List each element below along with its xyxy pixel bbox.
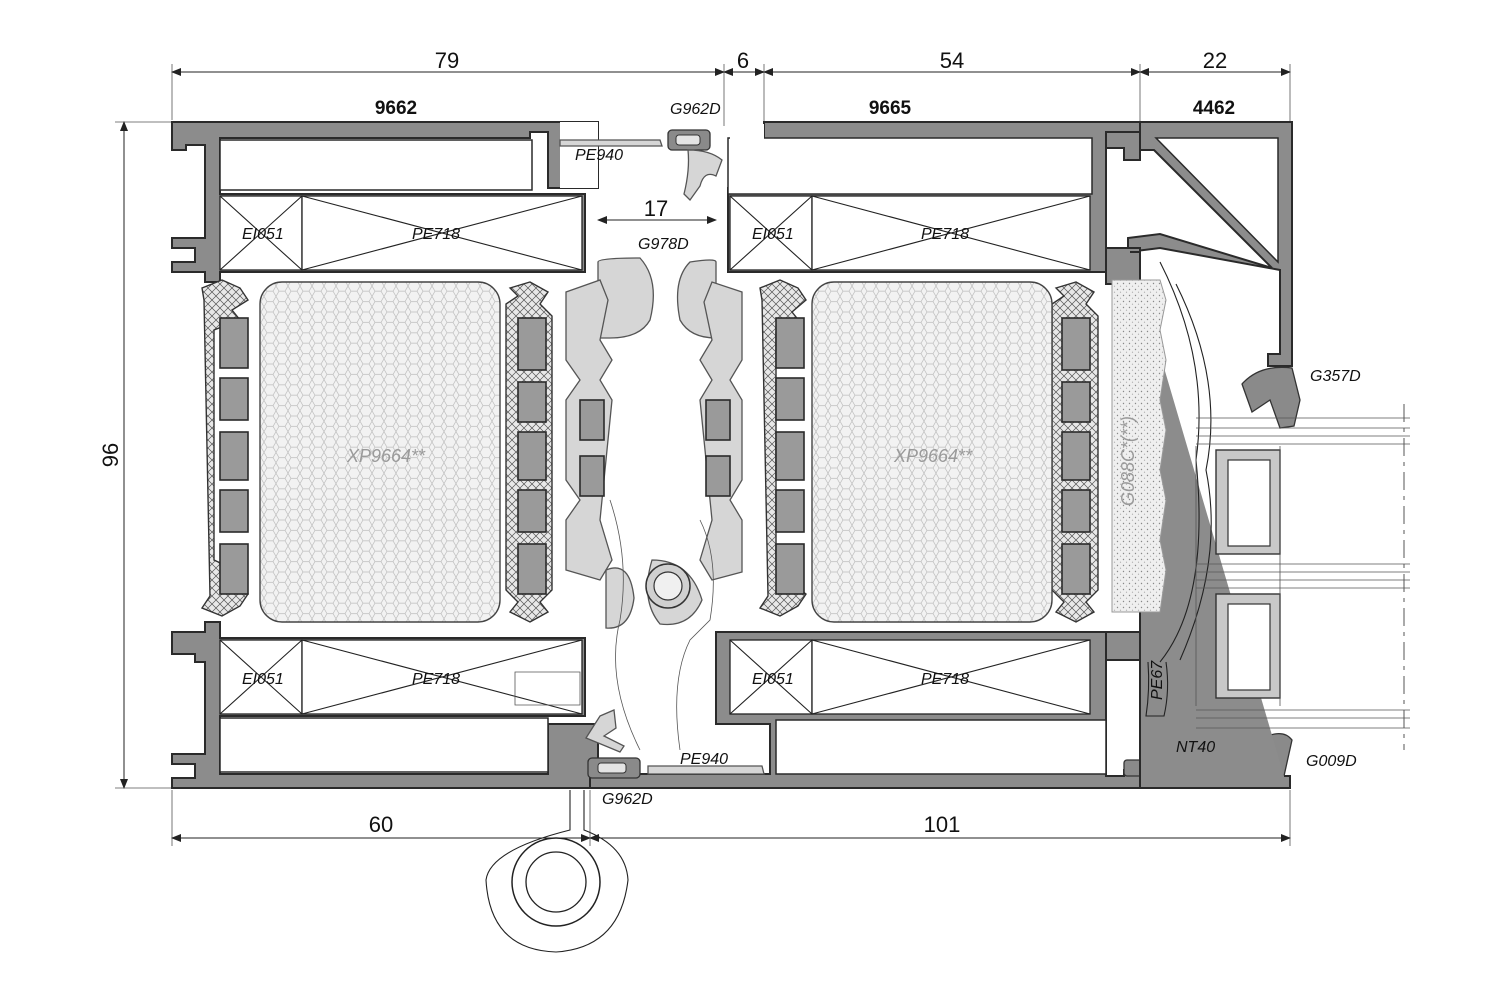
dim-top-6: 6 [737, 48, 749, 73]
label-pe940-top: PE940 [575, 147, 623, 164]
label-ei051-br: EI051 [752, 671, 794, 688]
label-ei051-tr: EI051 [752, 226, 794, 243]
insert-blocks-middle [729, 195, 1091, 715]
dim-bottom-60: 60 [369, 812, 393, 837]
label-g962d-bottom: G962D [602, 791, 653, 808]
glazing-unit [1195, 404, 1410, 750]
dim-top-54: 54 [940, 48, 964, 73]
label-nt40: NT40 [1176, 739, 1215, 756]
dimension-texts: 79 6 54 22 17 60 101 96 [98, 48, 1227, 837]
label-pe940-bottom: PE940 [680, 751, 728, 768]
label-pe67: PE67 [1149, 660, 1166, 700]
label-pe718-bl: PE718 [412, 671, 460, 688]
label-xp9664-left: XP9664** [346, 446, 426, 466]
label-ei051-tl: EI051 [242, 226, 284, 243]
profile-code-right: 4462 [1193, 98, 1235, 119]
profile-code-left: 9662 [375, 98, 417, 119]
dimension-lines [115, 64, 1291, 846]
label-g088c: G088C*(**) [1118, 416, 1138, 506]
hinge-knuckle [485, 790, 629, 953]
label-pe718-br: PE718 [921, 671, 969, 688]
label-g962d-top: G962D [670, 101, 721, 118]
label-xp9664-right: XP9664** [893, 446, 973, 466]
dim-top-79: 79 [435, 48, 459, 73]
label-g357d: G357D [1310, 368, 1361, 385]
dim-height-96: 96 [98, 443, 123, 467]
label-g009d: G009D [1306, 753, 1357, 770]
center-gaskets [565, 257, 743, 751]
dim-bottom-101: 101 [924, 812, 961, 837]
label-pe718-tl: PE718 [412, 226, 460, 243]
component-labels: G962D PE940 EI051 PE718 EI051 PE718 G978… [242, 101, 1361, 808]
top-gaskets [559, 129, 723, 202]
profile-codes: 9662 9665 4462 [375, 98, 1235, 119]
profile-code-middle: 9665 [869, 98, 912, 119]
insert-blocks-left [219, 195, 583, 715]
label-g978d: G978D [638, 236, 689, 253]
profile-4462 [1105, 121, 1301, 789]
dim-gap-17: 17 [644, 196, 668, 221]
dim-top-22: 22 [1203, 48, 1227, 73]
label-ei051-bl: EI051 [242, 671, 284, 688]
label-pe718-tr: PE718 [921, 226, 969, 243]
